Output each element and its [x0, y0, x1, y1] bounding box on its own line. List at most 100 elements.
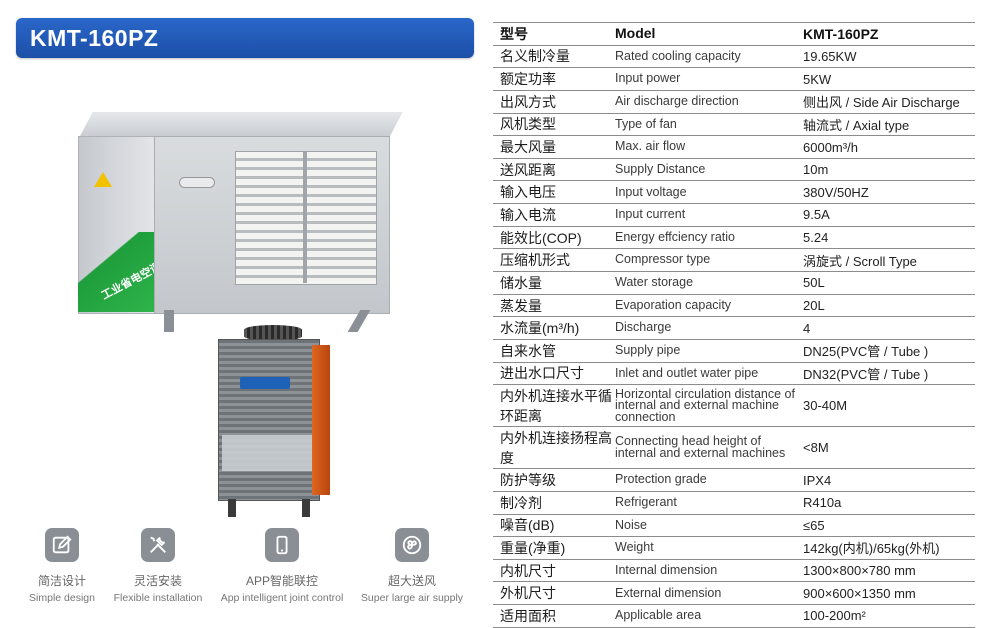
spec-label-en: Inlet and outlet water pipe [615, 365, 759, 380]
spec-label-en: Input current [615, 207, 686, 222]
spec-label-cn: 水流量(m³/h) [500, 320, 580, 337]
spec-label-cn: 风机类型 [500, 116, 556, 133]
indoor-unit-green-stripe [78, 232, 154, 312]
fan-icon [395, 528, 429, 562]
spec-label-en: Supply pipe [615, 343, 681, 358]
spec-label-cn: 输入电压 [500, 184, 556, 201]
indoor-unit-image: 工业省电空调 科来特 [78, 112, 403, 334]
spec-value: 轴流式 / Axial type [803, 117, 910, 133]
spec-label-cn: 内机尺寸 [500, 562, 556, 579]
spec-table-header: 型号 Model KMT-160PZ [493, 22, 975, 46]
smartphone-icon [265, 528, 299, 562]
spec-label-cn: 储水量 [500, 274, 542, 291]
feature-label-cn: 超大送风 [387, 574, 436, 588]
spec-label-en: Discharge [615, 320, 672, 335]
spec-label-cn: 噪音(dB) [500, 517, 555, 534]
spec-label-cn: 重量(净重) [500, 539, 566, 556]
outdoor-unit-leg [228, 499, 236, 517]
spec-label-cn: 压缩机形式 [500, 252, 570, 269]
spec-value: <8M [803, 440, 829, 456]
feature-label-cn: 灵活安装 [133, 574, 182, 588]
indoor-unit-top [80, 112, 403, 136]
spec-label-en: Type of fan [615, 116, 677, 131]
spec-label-cn: 额定功率 [500, 71, 556, 88]
outdoor-unit-label-panel [222, 435, 312, 471]
spec-value: ≤65 [803, 517, 825, 533]
spec-value: 涡旋式 / Scroll Type [803, 253, 917, 269]
model-title-bar: KMT-160PZ [16, 18, 474, 58]
spec-label-en: Noise [615, 517, 647, 532]
spec-label-cn: 内外机连接扬程高度 [500, 429, 612, 466]
spec-label-cn: 适用面积 [500, 607, 556, 624]
indoor-unit-front [154, 136, 390, 314]
spec-label-en: External dimension [615, 585, 722, 600]
model-title: KMT-160PZ [30, 25, 159, 51]
header-value: KMT-160PZ [803, 25, 879, 42]
spec-value: 5.24 [803, 230, 829, 246]
spec-value: 30-40M [803, 398, 848, 414]
spec-value: R410a [803, 495, 842, 511]
feature-label-en: Super large air supply [360, 592, 464, 604]
spec-label-en: Air discharge direction [615, 93, 739, 108]
spec-value: 10m [803, 162, 829, 178]
spec-label-cn: 送风距离 [500, 161, 556, 178]
spec-label-en: Water storage [615, 275, 694, 290]
spec-label-cn: 内外机连接水平循环距离 [500, 387, 612, 424]
spec-value: 侧出风 / Side Air Discharge [803, 95, 960, 111]
spec-label-en: Evaporation capacity [615, 297, 732, 312]
spec-label-cn: 能效比(COP) [500, 229, 582, 246]
spec-value: 6000m³/h [803, 139, 858, 155]
grille-divider [303, 151, 307, 283]
outdoor-unit-orange-side [312, 345, 330, 495]
spec-label-cn: 自来水管 [500, 342, 556, 359]
spec-label-cn: 名义制冷量 [500, 48, 570, 65]
outdoor-unit-leg [302, 499, 310, 517]
indoor-unit-foot [164, 310, 174, 332]
spec-value: DN25(PVC管 / Tube ) [803, 344, 929, 360]
feature-label-cn: APP智能联控 [245, 574, 318, 588]
spec-value: 1300×800×780 mm [803, 563, 916, 579]
spec-label-cn: 最大风量 [500, 139, 556, 156]
spec-row: 内机尺寸 Internal dimension 1300×800×780 mm [493, 560, 975, 583]
spec-label-en: Input voltage [615, 184, 687, 199]
spec-label-en: Connecting head height of internal and e… [615, 434, 786, 460]
spec-label-en: Rated cooling capacity [615, 48, 741, 63]
outdoor-unit-body [218, 339, 320, 501]
spec-label-en: Internal dimension [615, 562, 718, 577]
outdoor-unit-image [214, 325, 332, 519]
header-cn: 型号 [500, 25, 528, 42]
feature-large-air-supply: 超大送风 Super large air supply [347, 528, 477, 604]
spec-label-en: Horizontal circulation distance of inter… [615, 386, 795, 424]
spec-row: 风机类型 Type of fan 轴流式 / Axial type [493, 114, 975, 137]
feature-flexible-installation: 灵活安装 Flexible installation [93, 528, 223, 604]
spec-label-cn: 进出水口尺寸 [500, 365, 584, 382]
spec-label-cn: 蒸发量 [500, 297, 542, 314]
warning-label-icon [94, 172, 112, 187]
header-en: Model [615, 25, 656, 42]
outdoor-fan-top [244, 325, 302, 341]
indoor-unit-logo-badge [179, 177, 215, 188]
spec-value: 19.65KW [803, 48, 857, 64]
spec-label-en: Protection grade [615, 472, 707, 487]
spec-label-cn: 制冷剂 [500, 494, 542, 511]
spec-table: 型号 Model KMT-160PZ 名义制冷量 Rated cooling ca… [493, 22, 975, 628]
